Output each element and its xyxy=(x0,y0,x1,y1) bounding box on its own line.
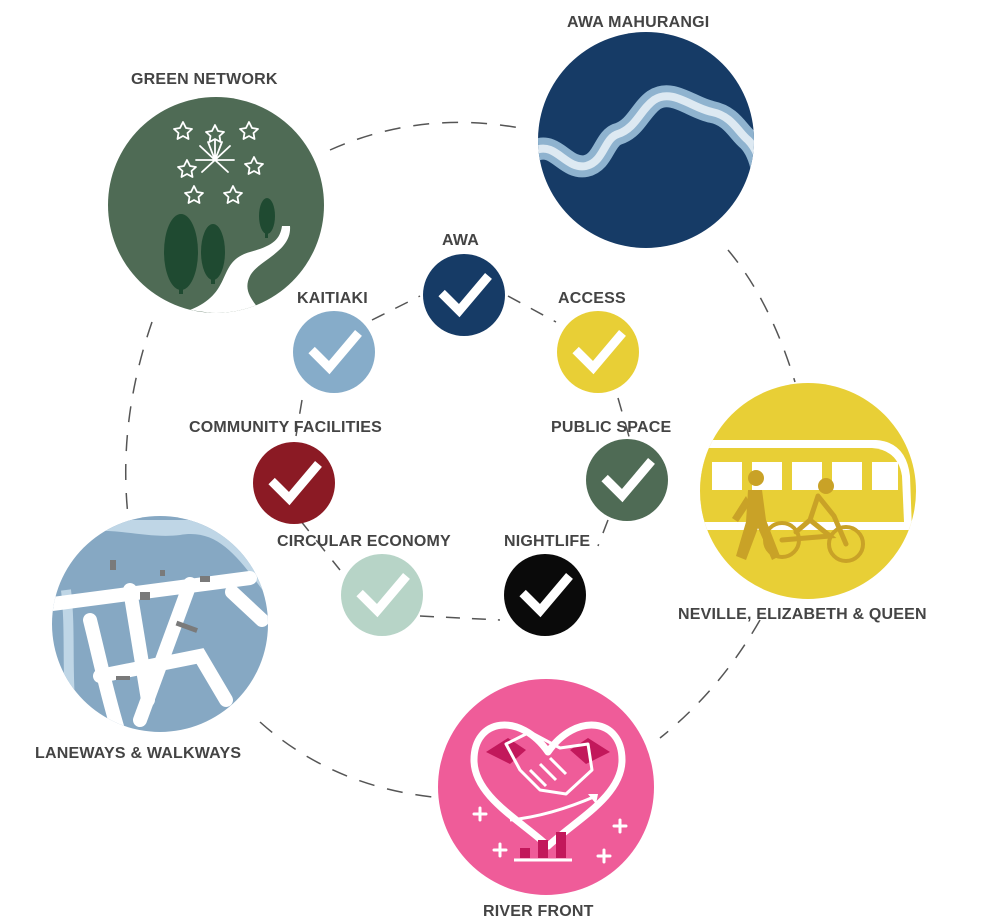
neville-elizabeth-queen-label: NEVILLE, ELIZABETH & QUEEN xyxy=(678,606,927,623)
laneways-walkways-label: LANEWAYS & WALKWAYS xyxy=(35,745,242,762)
park-fireworks-icon xyxy=(164,121,291,313)
community-facilities-check-node xyxy=(253,442,335,524)
access-check-node xyxy=(557,311,639,393)
inner-dashed-ring xyxy=(295,295,631,621)
green-network-node xyxy=(108,97,324,313)
neville-elizabeth-queen-node xyxy=(700,383,916,599)
awa-mahurangi-label: AWA MAHURANGI xyxy=(567,14,710,31)
access-label: ACCESS xyxy=(558,290,626,307)
community-facilities-label: COMMUNITY FACILITIES xyxy=(189,419,383,436)
kaitiaki-check-node xyxy=(293,311,375,393)
circular-economy-check-node xyxy=(341,554,423,636)
river-front-node xyxy=(438,679,654,895)
nightlife-check-node xyxy=(504,554,586,636)
heart-handshake-growth-icon xyxy=(470,721,628,864)
public-space-label: PUBLIC SPACE xyxy=(551,419,672,436)
river-front-label: RIVER FRONT xyxy=(483,903,594,920)
kaitiaki-label: KAITIAKI xyxy=(297,290,368,307)
green-network-label: GREEN NETWORK xyxy=(131,71,278,88)
awa-label: AWA xyxy=(442,232,480,249)
bus-pedestrian-cyclist-icon xyxy=(700,440,912,563)
outer-dashed-ring xyxy=(125,121,796,798)
public-space-check-node xyxy=(586,439,668,521)
nightlife-label: NIGHTLIFE xyxy=(504,533,591,550)
awa-check-node xyxy=(423,254,505,336)
awa-mahurangi-node xyxy=(538,32,754,248)
circular-economy-label: CIRCULAR ECONOMY xyxy=(277,533,451,550)
laneways-walkways-node xyxy=(52,516,268,732)
river-icon xyxy=(538,85,754,181)
